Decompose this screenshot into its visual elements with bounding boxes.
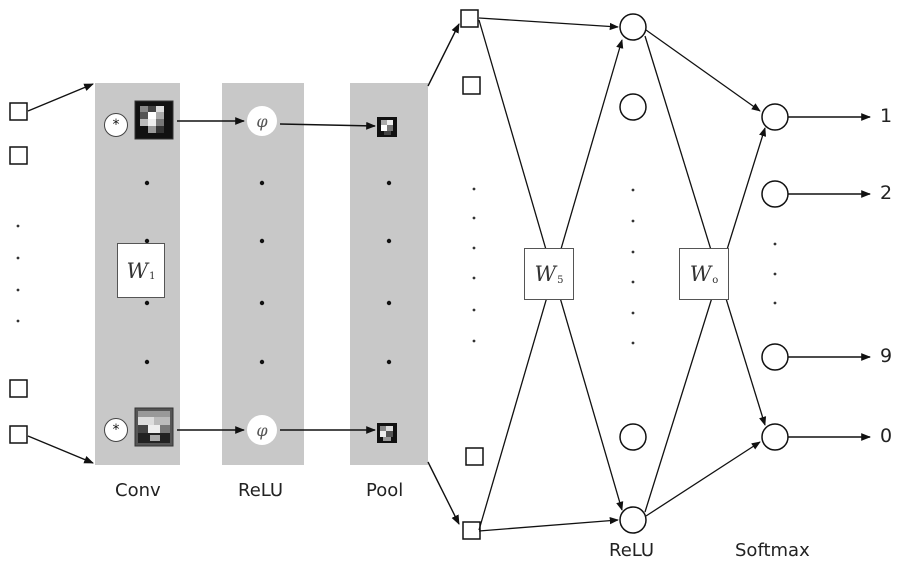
weight-subscript: o	[712, 274, 719, 286]
conv-feature-map-top	[134, 100, 174, 140]
input-to-conv-arrow	[27, 83, 94, 112]
conv-ellipsis	[144, 180, 150, 365]
flatten-node	[465, 447, 484, 466]
hidden-nodes	[619, 13, 647, 534]
flatten-node	[462, 521, 481, 540]
hidden-to-softmax-arrow	[645, 29, 761, 112]
flatten-nodes	[460, 9, 484, 540]
weight-symbol: W	[534, 262, 557, 286]
pool-to-flat-arrow	[427, 23, 460, 87]
output-label: 0	[880, 425, 893, 447]
hidden-node	[619, 506, 647, 534]
pool-ellipsis	[386, 180, 392, 365]
flatten-ellipsis	[472, 187, 476, 343]
softmax-node	[761, 103, 789, 131]
weight-symbol: W	[126, 258, 149, 283]
label-pool: Pool	[366, 480, 404, 501]
pool-to-flat-arrow	[427, 461, 460, 525]
relu1-ellipsis	[259, 180, 265, 365]
hidden-ellipsis	[631, 188, 635, 345]
weight-subscript: 5	[557, 274, 564, 286]
conv-feature-map-bottom	[134, 407, 174, 447]
hidden-node	[619, 13, 647, 41]
weight-subscript: 1	[149, 271, 156, 282]
conv-operator-icon: *	[104, 113, 128, 137]
hidden-to-softmax-arrow	[645, 441, 761, 517]
flatten-node	[462, 76, 481, 95]
input-to-conv-arrow	[27, 435, 94, 464]
label-relu-2: ReLU	[609, 540, 655, 561]
conv-operator-icon: *	[104, 418, 128, 442]
output-label: 2	[880, 182, 893, 204]
flatten-node	[460, 9, 479, 28]
label-softmax: Softmax	[735, 540, 810, 561]
hidden-to-softmax-arrow	[644, 35, 767, 426]
softmax-ellipsis	[773, 242, 777, 305]
softmax-node	[761, 423, 789, 451]
pool-patch-top	[377, 117, 397, 137]
weight-symbol: W	[689, 262, 712, 286]
hidden-node	[619, 423, 647, 451]
label-conv: Conv	[115, 480, 161, 501]
input-nodes	[9, 102, 28, 444]
pool-panel	[350, 83, 428, 465]
output-label: 9	[880, 345, 893, 367]
flat-to-hidden-arrow	[478, 517, 619, 532]
softmax-nodes	[761, 103, 789, 451]
label-relu-1: ReLU	[238, 480, 284, 501]
input-node	[9, 379, 28, 398]
hidden-to-softmax-arrow	[644, 127, 767, 513]
pool-patch-bottom	[377, 423, 397, 443]
hidden-node	[619, 93, 647, 121]
flat-to-hidden-arrow	[478, 17, 619, 31]
activation-node: φ	[247, 106, 277, 136]
relu1-panel	[222, 83, 304, 465]
input-node	[9, 425, 28, 444]
output-label: 1	[880, 105, 893, 127]
input-node	[9, 102, 28, 121]
input-node	[9, 146, 28, 165]
softmax-node	[761, 180, 789, 208]
input-ellipsis	[16, 224, 20, 323]
relu-to-pool-arrow	[279, 121, 376, 130]
softmax-node	[761, 343, 789, 371]
activation-node: φ	[247, 415, 277, 445]
